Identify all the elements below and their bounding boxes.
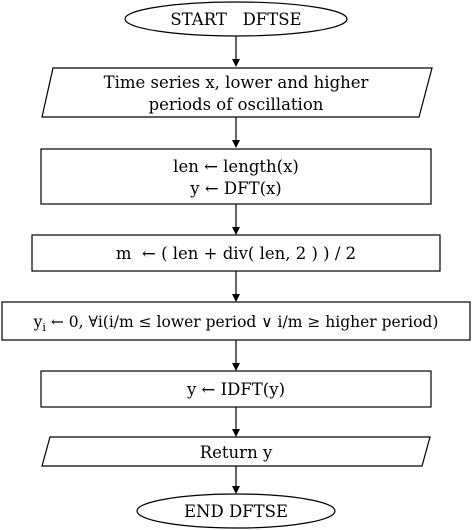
edge-input-to-len xyxy=(232,117,240,148)
compute-len-line1: len ← length(x) xyxy=(173,157,299,176)
edge-len-to-m xyxy=(232,204,240,235)
filter-subscript: i xyxy=(42,321,46,334)
compute-m-box xyxy=(31,234,441,272)
output-label: Return y xyxy=(200,443,273,462)
inverse-box xyxy=(40,370,432,408)
edge-m-to-filter xyxy=(232,271,240,302)
output-node: Return y xyxy=(41,436,431,467)
start-node: START DFTSE xyxy=(124,1,348,37)
inverse-label: y ← IDFT(y) xyxy=(186,380,285,399)
output-parallelogram xyxy=(41,436,431,467)
edge-start-to-input xyxy=(232,36,240,67)
edge-idft-to-output xyxy=(232,407,240,437)
compute-m-label: m ← ( len + div( len, 2 ) ) / 2 xyxy=(116,244,356,263)
filter-node: yi ← 0, ∀i(i/m ≤ lower period ∨ i/m ≥ hi… xyxy=(1,301,471,341)
input-parallelogram xyxy=(41,67,433,118)
start-label: START DFTSE xyxy=(170,10,301,29)
edge-output-to-end xyxy=(232,466,240,494)
compute-len-line2: y ← DFT(x) xyxy=(189,179,282,198)
edge-filter-to-idft xyxy=(232,340,240,371)
end-label: END DFTSE xyxy=(184,502,288,521)
filter-condition: ← 0, ∀i(i/m ≤ lower period ∨ i/m ≥ highe… xyxy=(46,313,438,331)
end-ellipse xyxy=(136,493,336,529)
end-node: END DFTSE xyxy=(136,493,336,529)
input-node: Time series x, lower and higher periods … xyxy=(41,67,433,118)
compute-m-node: m ← ( len + div( len, 2 ) ) / 2 xyxy=(31,234,441,272)
compute-len-node: len ← length(x) y ← DFT(x) xyxy=(40,148,432,205)
filter-label: yi ← 0, ∀i(i/m ≤ lower period ∨ i/m ≥ hi… xyxy=(33,313,439,334)
input-label-line2: periods of oscillation xyxy=(149,95,324,114)
filter-var: y xyxy=(33,313,43,331)
inverse-node: y ← IDFT(y) xyxy=(40,370,432,408)
filter-box xyxy=(1,301,471,341)
compute-len-box xyxy=(40,148,432,205)
input-label-line1: Time series x, lower and higher xyxy=(104,73,369,92)
